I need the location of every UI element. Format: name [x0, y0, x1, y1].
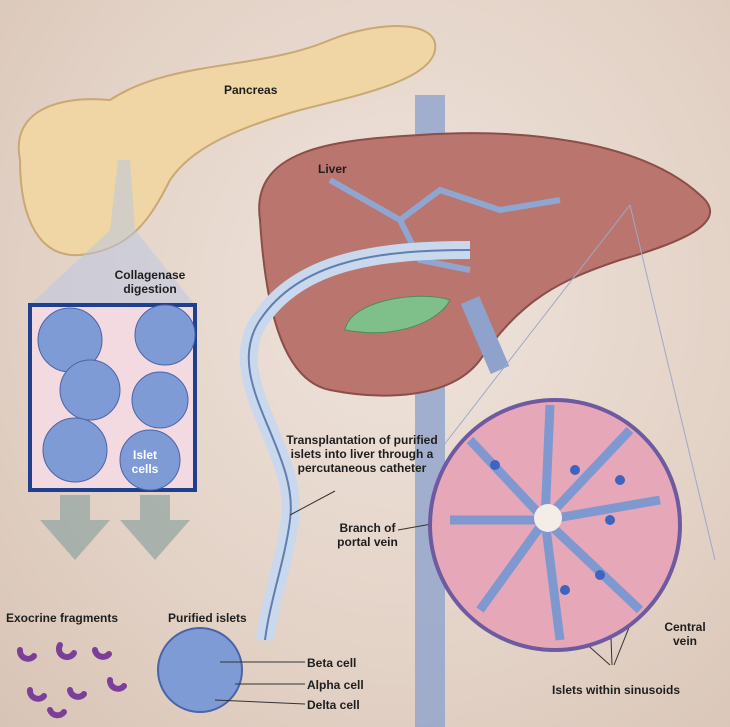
label-exocrine: Exocrine fragments: [6, 611, 119, 625]
label-transplantation: Transplantation of purified islets into …: [286, 433, 438, 475]
portal-vein: [460, 296, 510, 374]
label-collagenase: Collagenase digestion: [114, 268, 186, 296]
label-pancreas: Pancreas: [224, 83, 278, 97]
label-delta-cell: Delta cell: [307, 698, 360, 712]
label-beta-cell: Beta cell: [307, 656, 357, 670]
zoom-line: [629, 204, 716, 561]
exocrine-fragments: [17, 642, 127, 719]
arrow-purified: [120, 495, 190, 560]
gallbladder: [344, 295, 451, 334]
label-liver: Liver: [318, 162, 347, 176]
arrow-exocrine: [40, 495, 110, 560]
purified-islet: [157, 627, 243, 713]
label-purified: Purified islets: [168, 611, 247, 625]
label-portal-vein: Branch of portal vein: [337, 521, 398, 549]
central-vein: [534, 504, 562, 532]
label-islet-cells: Islet cells: [131, 448, 159, 476]
label-sinusoids: Islets within sinusoids: [552, 683, 681, 697]
label-central-vein: Central vein: [664, 620, 706, 648]
zoom-funnel: [30, 160, 195, 305]
sinusoids: [450, 404, 661, 641]
label-alpha-cell: Alpha cell: [307, 678, 364, 692]
